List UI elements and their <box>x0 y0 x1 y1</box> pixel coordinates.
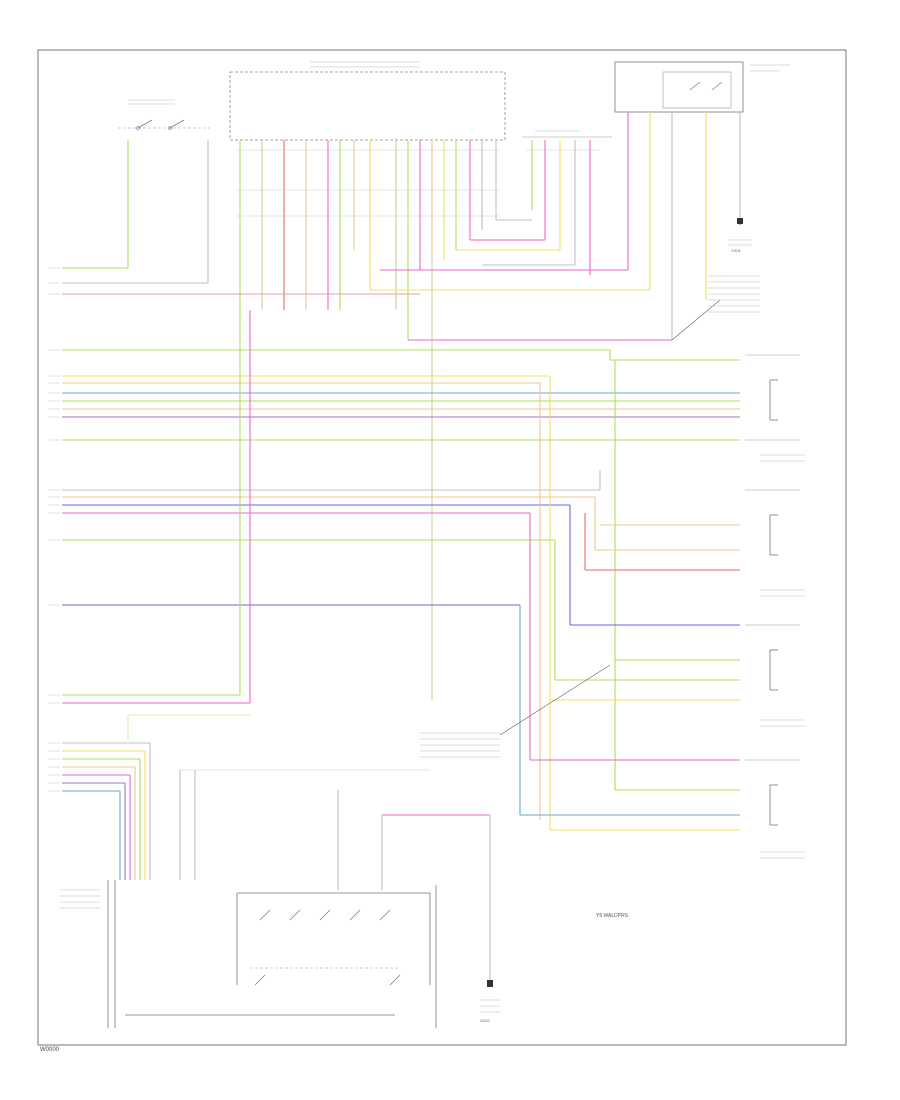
middle-horizontal-wires <box>62 349 740 704</box>
callout-lines <box>499 299 721 736</box>
lower-switch-assembly <box>107 880 437 1028</box>
ground-label-2: G302 <box>480 1018 491 1023</box>
ground-label-1: G301 <box>731 248 742 253</box>
window-switch-2 <box>745 489 800 556</box>
lower-wires <box>62 714 491 985</box>
lower-left-pins <box>48 742 60 792</box>
left-pin-labels <box>48 267 60 704</box>
window-switch-1 <box>745 354 800 441</box>
top-left-switch <box>118 99 210 130</box>
switch-feed-wires <box>520 524 740 831</box>
lamp-connector-block <box>522 130 612 138</box>
lower-left-label <box>60 889 100 909</box>
upper-horizontal-wires <box>62 218 707 341</box>
connector-ticks <box>236 149 600 217</box>
diagram-frame <box>37 49 847 1046</box>
legend-label: Y5 WALDPRS <box>596 913 629 919</box>
control-module-connector <box>229 61 506 141</box>
switch-labels <box>760 454 805 859</box>
callout-text-blocks <box>420 275 760 758</box>
footer-code: W0000 <box>40 1047 60 1053</box>
window-switch-3 <box>745 624 800 691</box>
relay-box <box>614 61 790 113</box>
window-switch-4 <box>745 759 800 826</box>
lower-ground-icon <box>480 980 500 1013</box>
top-vertical-wires <box>127 112 741 700</box>
ground-icon <box>728 218 752 246</box>
dropper-wires <box>239 310 616 830</box>
